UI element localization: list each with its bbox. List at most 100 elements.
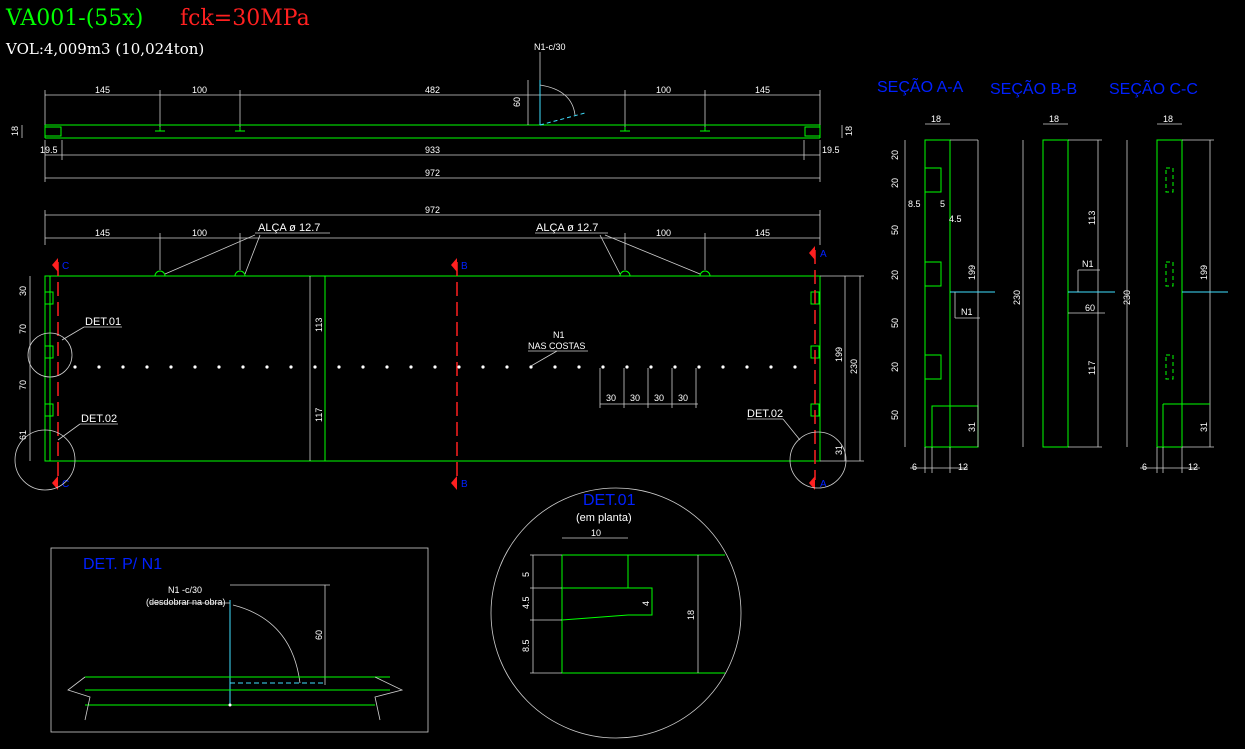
rebar-dot <box>169 365 173 369</box>
section-cc-title: SEÇÃO C-C <box>1109 78 1198 98</box>
dim-label: 117 <box>314 408 324 422</box>
dim-label: 145 <box>755 228 770 238</box>
rebar-dot <box>361 365 365 369</box>
dim-label: 60 <box>512 97 522 107</box>
detail-n1-label: N1 -c/30 <box>168 585 202 595</box>
dim-label: 100 <box>192 228 207 238</box>
dim-label: 31 <box>1199 422 1209 432</box>
dim-label: 145 <box>95 85 110 95</box>
dim-label: 100 <box>656 228 671 238</box>
dim-label: 18 <box>1163 114 1173 124</box>
rebar-dot <box>289 365 293 369</box>
dim-label: 4.5 <box>949 214 962 224</box>
dim-label: 5 <box>940 199 945 209</box>
dim-label: 20 <box>890 150 900 160</box>
rebar-dot <box>553 365 557 369</box>
lifting-label: ALÇA ø 12.7 <box>536 222 598 234</box>
rebar-label-n1: N1 <box>1082 259 1094 269</box>
dim-label: 60 <box>1085 303 1095 313</box>
dim-label: 199 <box>967 265 977 280</box>
section-mark-a: A <box>820 249 827 260</box>
section-mark-b: B <box>461 261 468 272</box>
dim-label: 145 <box>755 85 770 95</box>
dim-label: 100 <box>192 85 207 95</box>
dim-label: 100 <box>656 85 671 95</box>
rebar-dot <box>241 365 245 369</box>
lifting-label: ALÇA ø 12.7 <box>258 222 320 234</box>
rebar-dot <box>145 365 149 369</box>
dim-label: 19.5 <box>822 145 840 155</box>
dim-label: 30 <box>654 393 664 403</box>
dim-label: 6 <box>1142 462 1147 472</box>
detail-n1: DET. P/ N1 N1 -c/30 (desdobrar na obra) … <box>50 547 429 733</box>
dim-label: 30 <box>630 393 640 403</box>
main-elevation: 972 145 100 100 145 ALÇA ø 12.7 ALÇA ø 1… <box>14 205 864 491</box>
dim-label: 20 <box>890 270 900 280</box>
rebar-dot <box>217 365 221 369</box>
dim-label: 61 <box>18 430 28 440</box>
rebar-dot <box>97 365 101 369</box>
rebar-dot <box>649 365 653 369</box>
rebar-label-n1: N1 <box>961 307 973 317</box>
detail-01: DET.01 (em planta) 10 5 4.5 4 8.5 18 <box>490 487 742 739</box>
dim-label: 70 <box>18 324 28 334</box>
rebar-dot <box>193 365 197 369</box>
dim-label: 4 <box>641 601 651 606</box>
section-mark-c: C <box>62 479 69 490</box>
dim-label: 12 <box>1188 462 1198 472</box>
rebar-dot <box>505 365 509 369</box>
dim-label: 20 <box>890 178 900 188</box>
rebar-dot <box>433 365 437 369</box>
rebar-dot <box>745 365 749 369</box>
dim-label: 30 <box>606 393 616 403</box>
dim-label: 50 <box>890 318 900 328</box>
section-bb-title: SEÇÃO B-B <box>990 78 1077 98</box>
dim-label: 18 <box>844 126 854 136</box>
dim-label: 113 <box>314 318 324 332</box>
rebar-dot <box>697 365 701 369</box>
dim-label: 18 <box>1049 114 1059 124</box>
dim-label: 60 <box>314 630 324 640</box>
dim-label: 5 <box>521 572 531 577</box>
detail-01-subtitle: (em planta) <box>576 512 632 524</box>
detail-01-title: DET.01 <box>583 492 636 509</box>
rebar-dot <box>529 365 533 369</box>
dim-label: 19.5 <box>40 145 58 155</box>
dim-label: 4.5 <box>521 596 531 609</box>
dim-label: 230 <box>1012 290 1022 305</box>
sections: SEÇÃO A-A SEÇÃO B-B SEÇÃO C-C 18 N1 20 2… <box>877 76 1228 473</box>
rebar-dot <box>721 365 725 369</box>
dim-label: 933 <box>425 145 440 155</box>
dim-label: 8.5 <box>908 199 921 209</box>
fck-title: fck=30MPa <box>180 6 310 31</box>
rebar-dot <box>265 365 269 369</box>
rebar-n1-dots <box>73 365 797 369</box>
dim-label: 31 <box>834 445 844 455</box>
rebar-dot <box>73 365 77 369</box>
rebar-dot <box>769 365 773 369</box>
rebar-dot <box>625 365 629 369</box>
dim-label: 6 <box>912 462 917 472</box>
dim-label: 145 <box>95 228 110 238</box>
dim-label: 20 <box>890 362 900 372</box>
dim-label: 482 <box>425 85 440 95</box>
dim-label: 18 <box>686 610 696 620</box>
dim-label: 30 <box>18 286 28 296</box>
dim-label: 972 <box>425 205 440 215</box>
piece-title: VA001-(55x) <box>6 6 144 31</box>
rebar-dot <box>409 365 413 369</box>
rebar-dot <box>673 365 677 369</box>
dim-label: 199 <box>1199 265 1209 280</box>
rebar-note: NAS COSTAS <box>528 341 585 351</box>
det02-callout: DET.02 <box>747 408 783 420</box>
section-mark-a: A <box>820 479 827 490</box>
rebar-dot <box>313 365 317 369</box>
dim-label: 70 <box>18 380 28 390</box>
rebar-label-n1: N1-c/30 <box>534 42 566 52</box>
det01-callout: DET.01 <box>85 316 121 328</box>
dim-label: 50 <box>890 410 900 420</box>
rebar-dot <box>337 365 341 369</box>
rebar-dot <box>385 365 389 369</box>
dim-label: 18 <box>10 126 20 136</box>
